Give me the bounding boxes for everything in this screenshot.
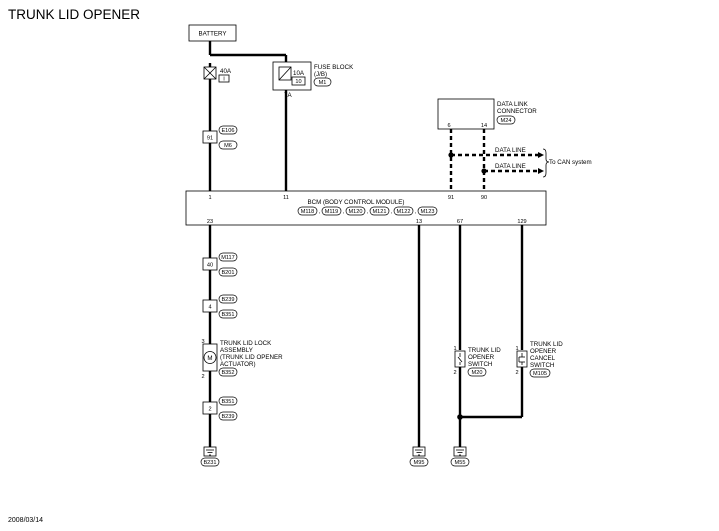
bcm-pin-top-11: 11 — [283, 195, 289, 201]
bcm-connector-list: M118 , M119 , M120 , M121 , M122 , M123 — [297, 206, 438, 216]
diagram-title: TRUNK LID OPENER — [8, 7, 140, 22]
joint-m117-pin: 40 — [207, 263, 213, 269]
can-system-note: To CAN system — [549, 159, 592, 166]
joint-b239-b351: 4 B239 B351 — [202, 294, 238, 319]
data-line-label-1: DATA LINE — [495, 147, 526, 154]
ground-b231-label: B231 — [203, 460, 216, 466]
dlc-pin-6: 6 — [447, 123, 450, 129]
ground-m95-label: M95 — [414, 460, 425, 466]
joint-m117-bottom: B201 — [221, 270, 234, 276]
joint-e106-top: E106 — [221, 128, 234, 134]
svg-text:,: , — [319, 209, 321, 215]
actuator-connector: B352 — [221, 370, 234, 376]
bcm-pin-top-1: 1 — [208, 195, 211, 201]
ground-m95: M95 — [409, 446, 429, 467]
cancel-switch-name-3: CANCEL — [530, 355, 556, 362]
dlc-connector: M24 — [501, 118, 512, 124]
actuator-name-3: (TRUNK LID OPENER — [220, 354, 283, 361]
bcm-pin-bottom-67: 67 — [457, 219, 463, 225]
cancel-switch-name-2: OPENER — [530, 348, 557, 355]
data-line-label-2: DATA LINE — [495, 163, 526, 170]
bcm-module: 1 11 91 90 BCM (BODY CONTROL MODULE) M11… — [185, 190, 547, 226]
dlc-name-1: DATA LINK — [497, 101, 529, 108]
cancel-switch-pin-top: 1 — [515, 346, 518, 352]
bcm-pin-bottom-23: 23 — [207, 219, 213, 225]
actuator-pin-top: 3 — [201, 339, 204, 345]
bcm-connector-m122: M122 — [397, 209, 411, 215]
dlc-pin-14: 14 — [481, 123, 487, 129]
opener-switch-pin-top: 1 — [453, 346, 456, 352]
opener-switch-pin-bottom: 2 — [453, 370, 456, 376]
ground-m55-label: M55 — [455, 460, 466, 466]
bcm-connector-m121: M121 — [373, 209, 387, 215]
fusible-link: 40A I — [203, 66, 232, 83]
motor-icon — [203, 351, 217, 364]
fuse-block: 10A 10 FUSE BLOCK (J/B) M1 7A — [272, 61, 354, 99]
fuse-block-name: FUSE BLOCK — [314, 64, 354, 71]
battery: BATTERY — [188, 24, 237, 42]
joint-b239-bottom: B351 — [221, 312, 234, 318]
fuse-number: 10 — [295, 79, 301, 85]
motor-symbol: M — [207, 355, 212, 362]
joint-e106-bottom: M6 — [224, 143, 232, 149]
joint-b239-pin: 4 — [208, 305, 211, 311]
cancel-switch-connector: M105 — [533, 371, 547, 377]
actuator-name-4: ACTUATOR) — [220, 361, 256, 368]
fuse-terminal: 7A — [284, 92, 292, 99]
cancel-switch-name-1: TRUNK LID — [530, 341, 563, 348]
fuse-rating: 10A — [293, 70, 305, 77]
opener-switch-name-1: TRUNK LID — [468, 347, 501, 354]
diagram-date: 2008/03/14 — [8, 517, 43, 524]
trunk-lid-opener-switch: 1 2 TRUNK LID OPENER SWITCH M20 — [453, 346, 501, 377]
fusible-link-rating: 40A — [220, 68, 232, 75]
joint-b239-top: B239 — [221, 297, 234, 303]
bcm-name: BCM (BODY CONTROL MODULE) — [308, 199, 405, 206]
bcm-pin-top-90: 90 — [481, 195, 487, 201]
opener-switch-name-2: OPENER — [468, 354, 495, 361]
joint-m117-b201: 40 M117 B201 — [202, 252, 238, 277]
opener-switch-name-3: SWITCH — [468, 361, 492, 368]
bcm-connector-m120: M120 — [349, 209, 363, 215]
data-link-connector: DATA LINK CONNECTOR M24 6 14 — [437, 98, 537, 130]
bcm-pin-top-91: 91 — [448, 195, 454, 201]
fuse-block-jb: (J/B) — [314, 71, 327, 78]
joint-b351-bottom: B239 — [221, 414, 234, 420]
ground-m55: M55 — [450, 446, 470, 467]
actuator-name-2: ASSEMBLY — [220, 347, 253, 354]
joint-e106-m6: 91 E106 M6 — [202, 125, 238, 150]
svg-text:,: , — [391, 209, 393, 215]
ground-b231: B231 — [200, 446, 220, 467]
fuse-block-connector: M1 — [319, 80, 327, 86]
svg-text:,: , — [343, 209, 345, 215]
trunk-lid-opener-cancel-switch: 1 2 TRUNK LID OPENER CANCEL SWITCH M105 — [515, 341, 563, 378]
opener-switch-connector: M20 — [472, 370, 483, 376]
actuator-pin-bottom: 2 — [201, 374, 204, 380]
joint-m117-top: M117 — [221, 255, 235, 261]
joint-b351-pin: 2 — [208, 407, 211, 413]
actuator-name-1: TRUNK LID LOCK — [220, 340, 272, 347]
cancel-switch-name-4: SWITCH — [530, 362, 554, 369]
svg-text:,: , — [367, 209, 369, 215]
svg-text:,: , — [415, 209, 417, 215]
trunk-lid-lock-actuator: 3 M 2 TRUNK LID LOCK ASSEMBLY (TRUNK LID… — [201, 339, 283, 380]
bcm-connector-m119: M119 — [325, 209, 339, 215]
cancel-switch-pin-bottom: 2 — [515, 370, 518, 376]
bcm-pin-bottom-13: 13 — [416, 219, 422, 225]
joint-e106-pin: 91 — [207, 136, 213, 142]
bcm-pin-bottom-129: 129 — [517, 219, 526, 225]
joint-b351-top: B351 — [221, 399, 234, 405]
dlc-name-2: CONNECTOR — [497, 108, 537, 115]
joint-b351-b239: 2 B351 B239 — [202, 396, 238, 421]
bcm-connector-m123: M123 — [421, 209, 435, 215]
fusible-link-id: I — [223, 77, 225, 83]
bcm-connector-m118: M118 — [301, 209, 315, 215]
battery-label: BATTERY — [199, 31, 227, 38]
